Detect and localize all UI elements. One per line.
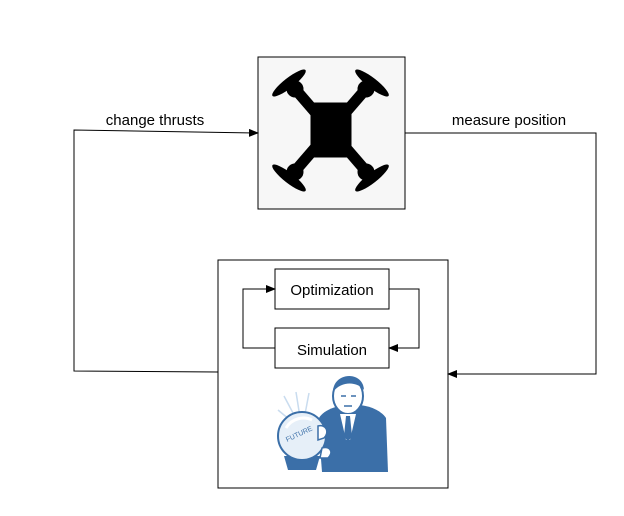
optimization-node: Optimization	[274, 268, 390, 310]
measure-position-label: measure position	[452, 112, 566, 129]
optimization-to-simulation-edge	[388, 288, 420, 352]
change-thrusts-edge	[73, 128, 259, 373]
simulation-node: Simulation	[274, 327, 390, 369]
optimization-label: Optimization	[290, 282, 373, 299]
simulation-label: Simulation	[297, 342, 367, 359]
fortune-teller-illustration: FUTURE	[274, 371, 388, 472]
measure-position-edge	[405, 132, 597, 378]
quadcopter-icon	[272, 69, 389, 192]
change-thrusts-label: change thrusts	[106, 112, 204, 129]
drone-box	[257, 56, 406, 210]
simulation-to-optimization-edge	[242, 285, 276, 349]
